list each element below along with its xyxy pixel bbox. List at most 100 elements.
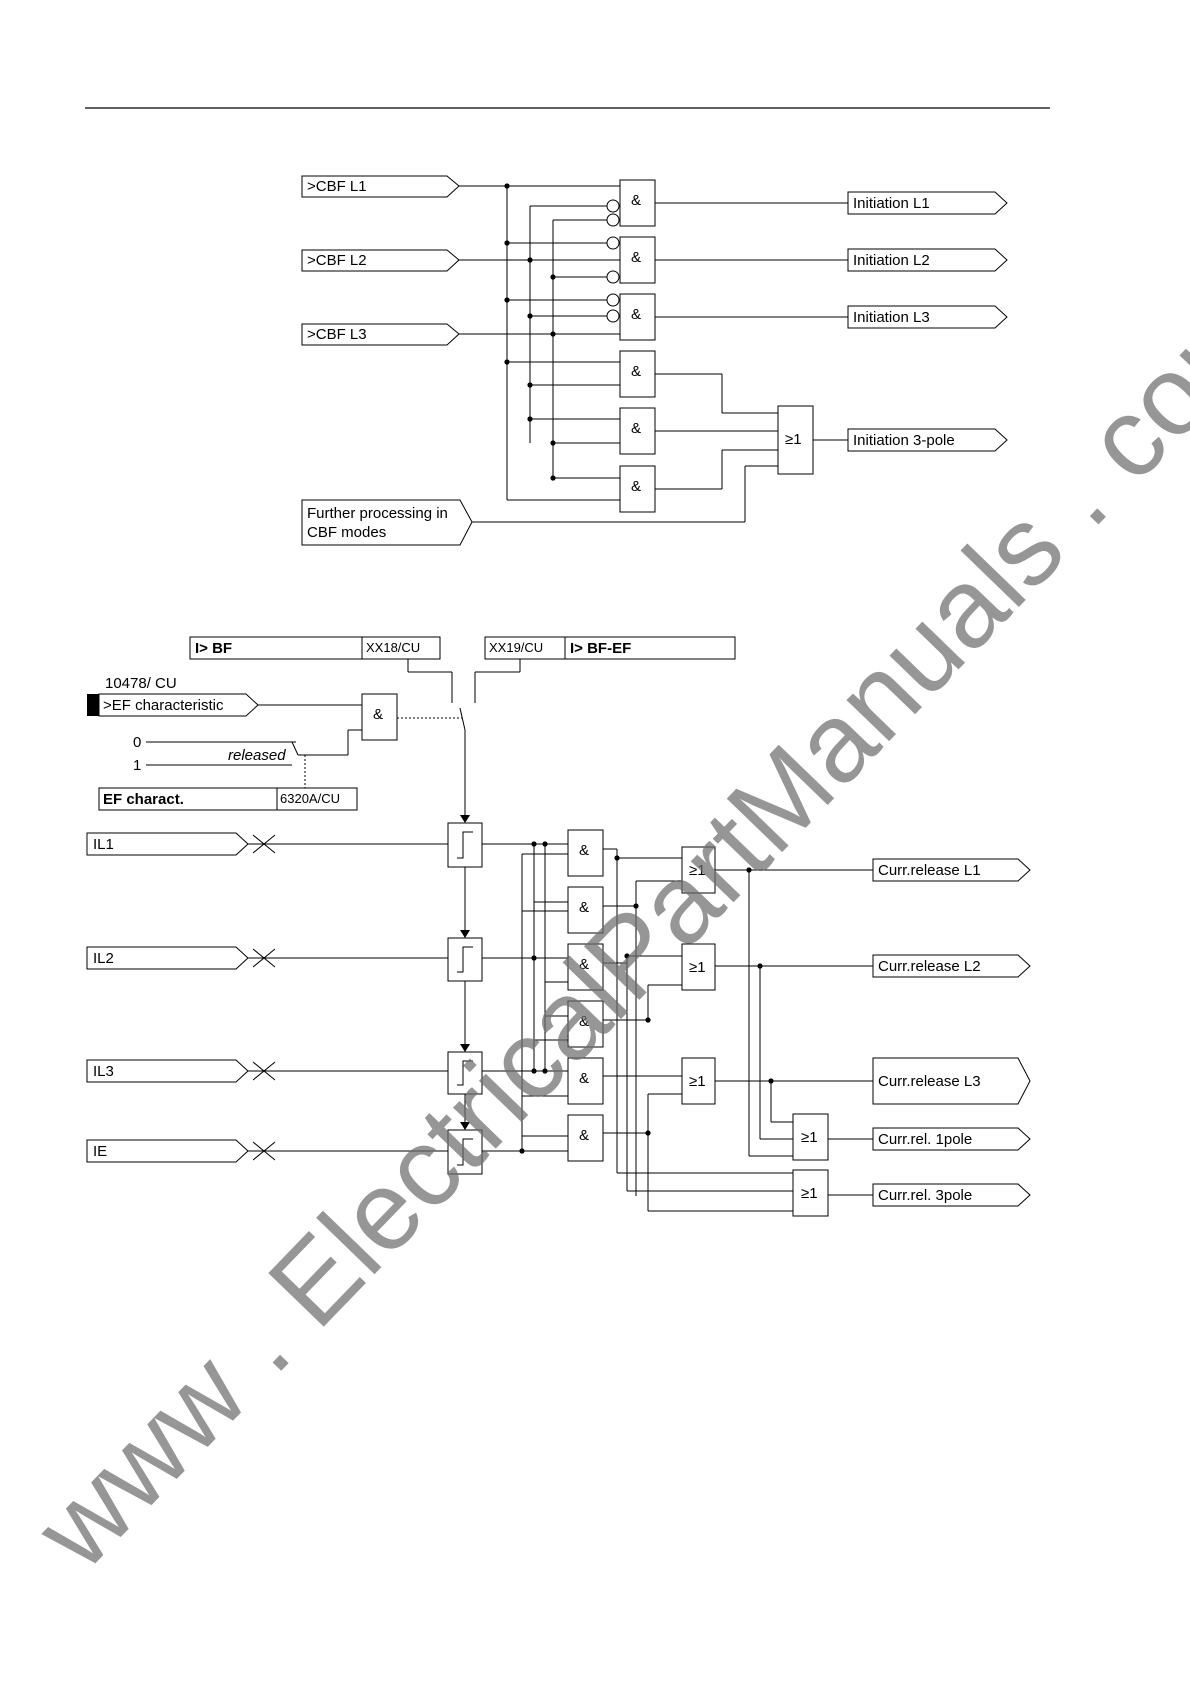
and-gate-1 <box>619 179 656 227</box>
input-cbf-l3 <box>301 323 460 346</box>
current-input-il3-label: IL3 <box>93 1063 114 1080</box>
input-cbf-l2 <box>301 249 460 272</box>
output-curr-release-l1 <box>872 858 1031 882</box>
bus-lines <box>459 185 848 523</box>
output-initiation-l1 <box>847 191 1008 215</box>
setting-bf <box>189 636 441 660</box>
negation-bubbles <box>606 199 620 323</box>
and-gate-5-label: & <box>631 420 641 437</box>
ef-input-label: >EF characteristic <box>103 697 224 714</box>
output-initiation-l1-label: Initiation L1 <box>853 195 930 212</box>
further-processing-label-1: Further processing in <box>307 505 448 522</box>
arrow-to-threshold-1 <box>460 815 470 823</box>
setting-ef-charact-label: EF charact. <box>103 791 184 808</box>
setting-ef-charact <box>98 787 358 811</box>
output-curr-release-l3 <box>872 1057 1031 1105</box>
output-initiation-3pole <box>847 428 1008 452</box>
and-gate-r6-label: & <box>579 1127 589 1144</box>
setting-selector <box>407 659 521 815</box>
diagram-cbf-initiation: >CBF L1 >CBF L2 >CBF L3 Further processi… <box>301 175 1008 546</box>
and-gate-3 <box>619 293 656 341</box>
further-processing-label-2: CBF modes <box>307 524 386 541</box>
and-gate-1-label: & <box>631 192 641 209</box>
current-wires <box>248 834 466 1161</box>
setting-bf-ef <box>484 636 736 660</box>
watermark: www . ElectricalPartManuals . com <box>11 265 1190 1593</box>
and-gate-r5-label: & <box>579 1070 589 1087</box>
and-gate-2-label: & <box>631 249 641 266</box>
or-gate-l1-label: ≥1 <box>689 862 706 879</box>
switch-zero: 0 <box>133 734 141 751</box>
and-gate-2 <box>619 236 656 284</box>
or-gate-l2 <box>681 943 716 991</box>
ef-input-number: 10478/ CU <box>105 675 177 692</box>
or-gate-3pole-release-label: ≥1 <box>801 1185 818 1202</box>
and-gate-r1 <box>567 829 604 877</box>
current-input-il3 <box>86 1059 249 1083</box>
input-further-processing <box>301 499 473 546</box>
diagram-current-release: I> BF XX18/CU XX19/CU I> BF-EF 10478/ CU… <box>86 636 1031 1217</box>
switch-one: 1 <box>133 757 141 774</box>
and-gate-r2 <box>567 886 604 934</box>
or-gate-1pole-label: ≥1 <box>801 1129 818 1146</box>
current-input-ie-label: IE <box>93 1143 107 1160</box>
output-curr-release-l1-label: Curr.release L1 <box>878 862 981 879</box>
setting-ef-charact-address: 6320A/CU <box>280 791 340 806</box>
input-cbf-l3-label: >CBF L3 <box>307 326 367 343</box>
output-curr-rel-3pole-label: Curr.rel. 3pole <box>878 1187 972 1204</box>
or-gate-l1 <box>681 846 716 894</box>
output-initiation-l2 <box>847 248 1008 272</box>
and-gate-4 <box>619 350 656 398</box>
and-gate-r1-label: & <box>579 842 589 859</box>
current-input-il1-label: IL1 <box>93 836 114 853</box>
output-curr-release-l3-label: Curr.release L3 <box>878 1073 981 1090</box>
switch-state: released <box>228 747 286 764</box>
output-initiation-l2-label: Initiation L2 <box>853 252 930 269</box>
release-wires <box>482 843 873 1212</box>
and-gate-r4 <box>567 1000 604 1048</box>
output-curr-release-l2-label: Curr.release L2 <box>878 958 981 975</box>
input-cbf-l1-label: >CBF L1 <box>307 178 367 195</box>
and-gate-ef <box>361 693 398 741</box>
setting-bf-ef-address: XX19/CU <box>489 640 543 655</box>
and-gate-r2-label: & <box>579 899 589 916</box>
or-gate-l3 <box>681 1057 716 1105</box>
or-gate-3pole-release <box>792 1169 829 1217</box>
current-input-il1 <box>86 832 249 856</box>
and-gate-r4-label: & <box>579 1013 589 1030</box>
or-gate-1pole <box>792 1113 829 1161</box>
and-gate-5 <box>619 407 656 455</box>
and-gate-r3 <box>567 943 604 991</box>
and-gate-r3-label: & <box>579 956 589 973</box>
and-gate-r5 <box>567 1057 604 1105</box>
and-gate-3-label: & <box>631 306 641 323</box>
setting-bf-label: I> BF <box>195 640 232 657</box>
and-gate-6 <box>619 465 656 513</box>
current-input-il2-label: IL2 <box>93 950 114 967</box>
input-cbf-l2-label: >CBF L2 <box>307 252 367 269</box>
output-curr-release-l2 <box>872 954 1031 978</box>
threshold-blocks <box>447 822 483 1175</box>
setting-bf-address: XX18/CU <box>366 640 420 655</box>
ef-input-marker <box>87 694 99 716</box>
and-gate-6-label: & <box>631 478 641 495</box>
output-curr-rel-1pole <box>872 1127 1031 1151</box>
and-gate-ef-label: & <box>373 706 383 723</box>
output-initiation-3pole-label: Initiation 3-pole <box>853 432 955 449</box>
junction-dots <box>504 183 556 481</box>
or-gate-3pole <box>777 405 814 475</box>
and-gate-4-label: & <box>631 363 641 380</box>
current-input-il2 <box>86 946 249 970</box>
setting-bf-ef-label: I> BF-EF <box>570 640 631 657</box>
current-input-ie <box>86 1139 249 1163</box>
or-gate-3pole-label: ≥1 <box>785 431 802 448</box>
junction-dots-2 <box>519 841 774 1154</box>
output-curr-rel-3pole <box>872 1183 1031 1207</box>
input-cbf-l1 <box>301 175 460 198</box>
or-gate-l3-label: ≥1 <box>689 1073 706 1090</box>
output-curr-rel-1pole-label: Curr.rel. 1pole <box>878 1131 972 1148</box>
and-gate-r6 <box>567 1114 604 1162</box>
output-initiation-l3-label: Initiation L3 <box>853 309 930 326</box>
or-gate-l2-label: ≥1 <box>689 959 706 976</box>
